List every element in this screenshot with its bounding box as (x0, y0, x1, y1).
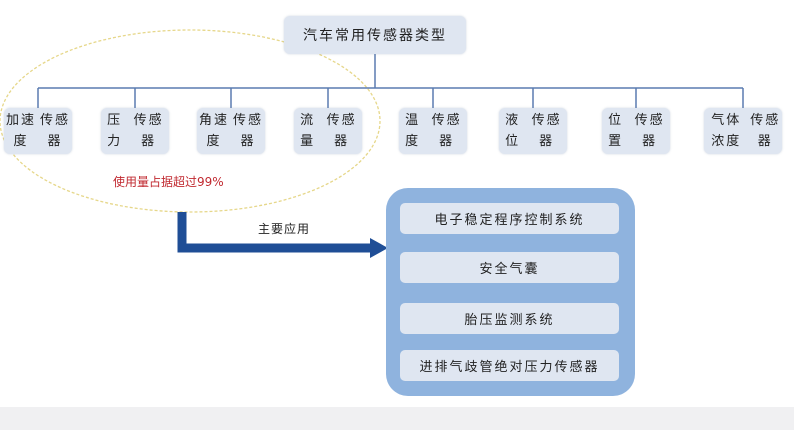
sensor-label-line2: 传感器 (326, 113, 357, 149)
sensor-label-line1: 位置 (608, 113, 624, 149)
applications-panel: 电子稳定程序控制系统 安全气囊 胎压监测系统 进排气歧管绝对压力传感器 (386, 188, 635, 396)
sensor-label-line1: 温度 (405, 113, 421, 149)
highlight-ellipse (0, 29, 381, 213)
sensor-label-line1: 压力 (107, 113, 123, 149)
bottom-strip (0, 407, 794, 430)
sensor-gas-concentration: 气体浓度 传感器 (704, 108, 782, 154)
sensor-temperature: 温度 传感器 (399, 108, 467, 154)
sensor-label-line2: 传感器 (750, 113, 781, 149)
sensor-label-line2: 传感器 (232, 113, 263, 149)
application-item: 安全气囊 (400, 252, 619, 283)
arrow-label: 主要应用 (258, 222, 311, 236)
usage-note: 使用量占据超过99% (113, 175, 224, 189)
sensor-flow: 流量 传感器 (294, 108, 362, 154)
sensor-liquid-level: 液位 传感器 (499, 108, 567, 154)
sensor-angular-velocity: 角速度 传感器 (197, 108, 265, 154)
sensor-label-line2: 传感器 (634, 113, 665, 149)
main-arrow (177, 212, 372, 253)
sensor-label-line1: 角速度 (198, 113, 229, 149)
sensor-label-line1: 加速度 (5, 113, 36, 149)
sensor-label-line2: 传感器 (39, 113, 70, 149)
sensor-acceleration: 加速度 传感器 (4, 108, 72, 154)
sensor-label-line2: 传感器 (133, 113, 164, 149)
sensor-label-line1: 液位 (505, 113, 521, 149)
sensor-label-line2: 传感器 (531, 113, 562, 149)
application-item: 进排气歧管绝对压力传感器 (400, 350, 619, 381)
application-item: 电子稳定程序控制系统 (400, 203, 619, 234)
arrow-head (370, 238, 388, 258)
diagram-title: 汽车常用传感器类型 (284, 16, 466, 54)
sensor-pressure: 压力 传感器 (101, 108, 169, 154)
sensor-label-line2: 传感器 (431, 113, 462, 149)
sensor-label-line1: 气体浓度 (711, 113, 742, 149)
sensor-label-line1: 流量 (300, 113, 316, 149)
sensor-position: 位置 传感器 (602, 108, 670, 154)
application-item: 胎压监测系统 (400, 303, 619, 334)
